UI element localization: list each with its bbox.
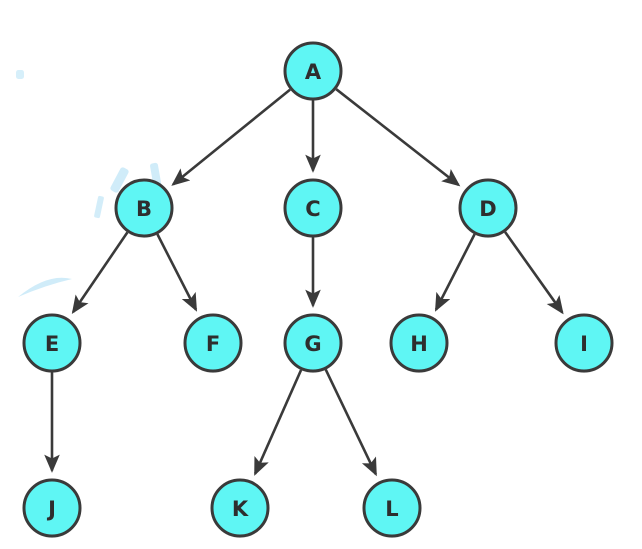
node-circle[interactable] <box>114 178 174 238</box>
node-c[interactable]: C <box>283 178 343 238</box>
node-label: H <box>410 332 428 356</box>
node-l[interactable]: L <box>362 478 422 538</box>
node-label: F <box>206 332 220 356</box>
edge-group <box>44 88 564 477</box>
node-h[interactable]: H <box>389 313 449 373</box>
edge-g-to-l <box>324 369 377 477</box>
node-circle[interactable] <box>458 178 518 238</box>
node-label: A <box>305 60 322 84</box>
edge-d-to-i <box>504 231 564 315</box>
node-label: L <box>385 497 398 521</box>
node-circle[interactable] <box>22 313 82 373</box>
edge-a-to-b <box>171 88 291 186</box>
edge-d-to-h <box>434 233 476 312</box>
node-circle[interactable] <box>210 478 270 538</box>
artifact-stroke-b-upper-left <box>110 167 129 193</box>
node-e[interactable]: E <box>22 313 82 373</box>
node-i[interactable]: I <box>554 313 614 373</box>
node-label: C <box>305 197 320 221</box>
node-circle[interactable] <box>283 313 343 373</box>
node-circle[interactable] <box>283 178 343 238</box>
node-label: K <box>232 497 249 521</box>
node-circle[interactable] <box>554 313 614 373</box>
node-f[interactable]: F <box>183 313 243 373</box>
node-circle[interactable] <box>283 41 343 101</box>
node-label: D <box>479 197 496 221</box>
node-group: A B C D E F G H I J K L <box>22 41 614 538</box>
node-label: B <box>136 197 152 221</box>
node-label: G <box>304 332 321 356</box>
node-g[interactable]: G <box>283 313 343 373</box>
node-circle[interactable] <box>389 313 449 373</box>
node-circle[interactable] <box>22 478 82 538</box>
node-a[interactable]: A <box>283 41 343 101</box>
node-k[interactable]: K <box>210 478 270 538</box>
artifact-speck-top-left <box>16 70 24 79</box>
node-b[interactable]: B <box>114 178 174 238</box>
edge-b-to-f <box>156 233 198 312</box>
node-circle[interactable] <box>183 313 243 373</box>
node-circle[interactable] <box>362 478 422 538</box>
node-j[interactable]: J <box>22 478 82 538</box>
edge-a-to-d <box>335 88 461 187</box>
edge-b-to-e <box>71 231 129 314</box>
node-label: I <box>580 332 588 356</box>
artifact-stroke-b-left <box>94 195 104 219</box>
node-label: E <box>45 332 59 356</box>
node-d[interactable]: D <box>458 178 518 238</box>
edge-g-to-k <box>253 369 303 476</box>
node-label: J <box>46 497 56 521</box>
artifact-swoosh-above-e <box>18 277 72 297</box>
